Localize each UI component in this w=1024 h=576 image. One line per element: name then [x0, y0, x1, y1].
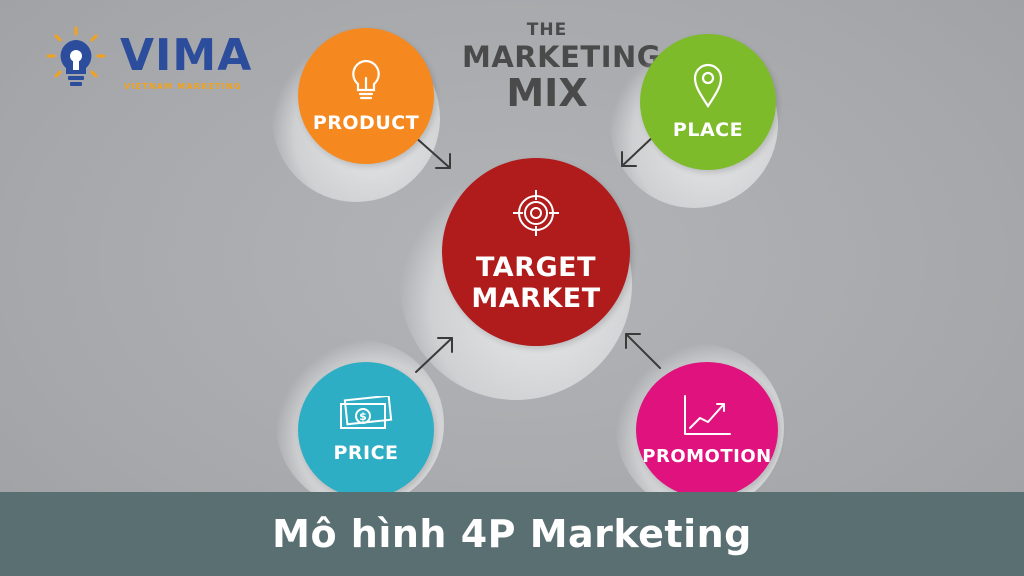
title-line-3: MIX: [506, 71, 588, 115]
dollar-bill-icon: $: [338, 396, 394, 430]
product-label: PRODUCT: [312, 112, 420, 134]
title-line-2: MARKETING: [462, 40, 662, 74]
diagram-title: THE MARKETING MIX: [462, 20, 662, 115]
place-label: PLACE: [672, 119, 744, 141]
promotion-node: PROMOTION: [636, 362, 778, 498]
target-label-line-1: TARGET: [475, 251, 597, 283]
lightbulb-logo-icon: [46, 26, 106, 86]
caption-bar: Mô hình 4P Marketing: [0, 492, 1024, 576]
place-node: PLACE: [640, 34, 776, 170]
target-market-node: TARGET MARKET: [442, 158, 630, 346]
promotion-label: PROMOTION: [642, 445, 772, 467]
arrow-product: [413, 135, 451, 169]
product-node: PRODUCT: [298, 28, 434, 164]
target-icon: [513, 189, 559, 236]
map-pin-icon: [692, 63, 724, 109]
vima-logo: VIMA VIETNAM MARKETING: [46, 26, 276, 96]
brand-tagline: VIETNAM MARKETING: [124, 82, 242, 91]
arrow-promotion: [625, 333, 661, 369]
price-label: PRICE: [333, 442, 399, 464]
svg-text:$: $: [359, 410, 367, 423]
growth-chart-icon: [682, 394, 732, 436]
lightbulb-icon: [349, 58, 383, 102]
brand-name: VIMA: [120, 30, 253, 81]
title-line-1: THE: [526, 20, 568, 40]
price-node: $ PRICE: [298, 362, 434, 498]
target-label-line-2: MARKET: [471, 283, 601, 314]
arrow-price: [415, 337, 453, 373]
caption-text: Mô hình 4P Marketing: [272, 512, 752, 556]
